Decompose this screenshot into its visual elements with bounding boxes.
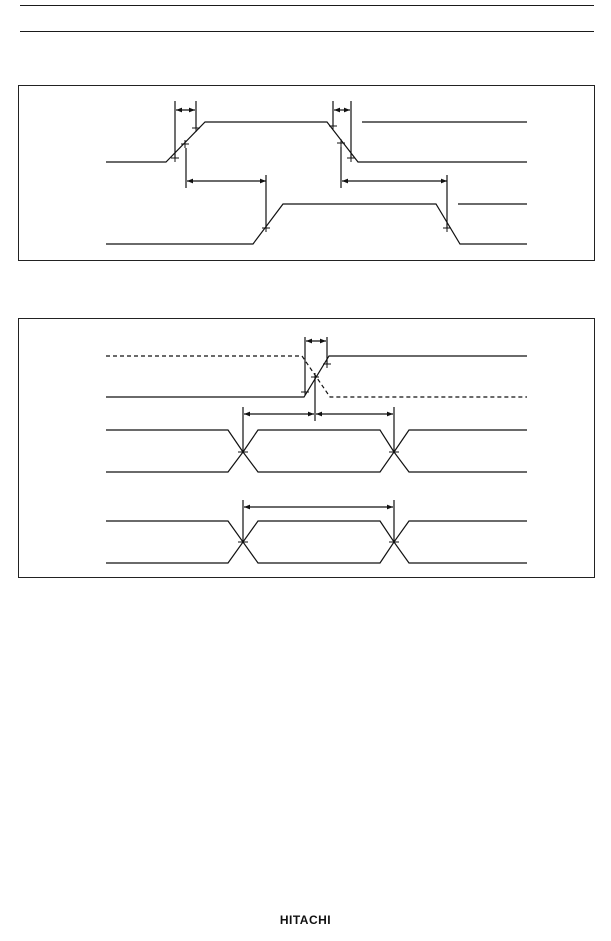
timing-diagram-panel-2 [18,318,595,578]
diagram-2 [106,337,527,564]
header-rule-top [20,5,594,6]
header-rule-bottom [20,31,594,32]
data-bus-1-upper [106,429,527,454]
data-bus-1-lower [106,450,527,473]
data-bus-2-lower [106,540,527,564]
crossing-marks-a [171,122,355,162]
crossing-marks-b [262,224,451,232]
waveform-output-pulse [106,203,527,245]
waveform-input-pulse [106,121,527,163]
diagram-1 [106,101,527,245]
brand-logo: HITACHI [279,913,332,927]
data-bus-2-upper [106,520,527,544]
timing-diagram-panel-1 [18,85,595,261]
